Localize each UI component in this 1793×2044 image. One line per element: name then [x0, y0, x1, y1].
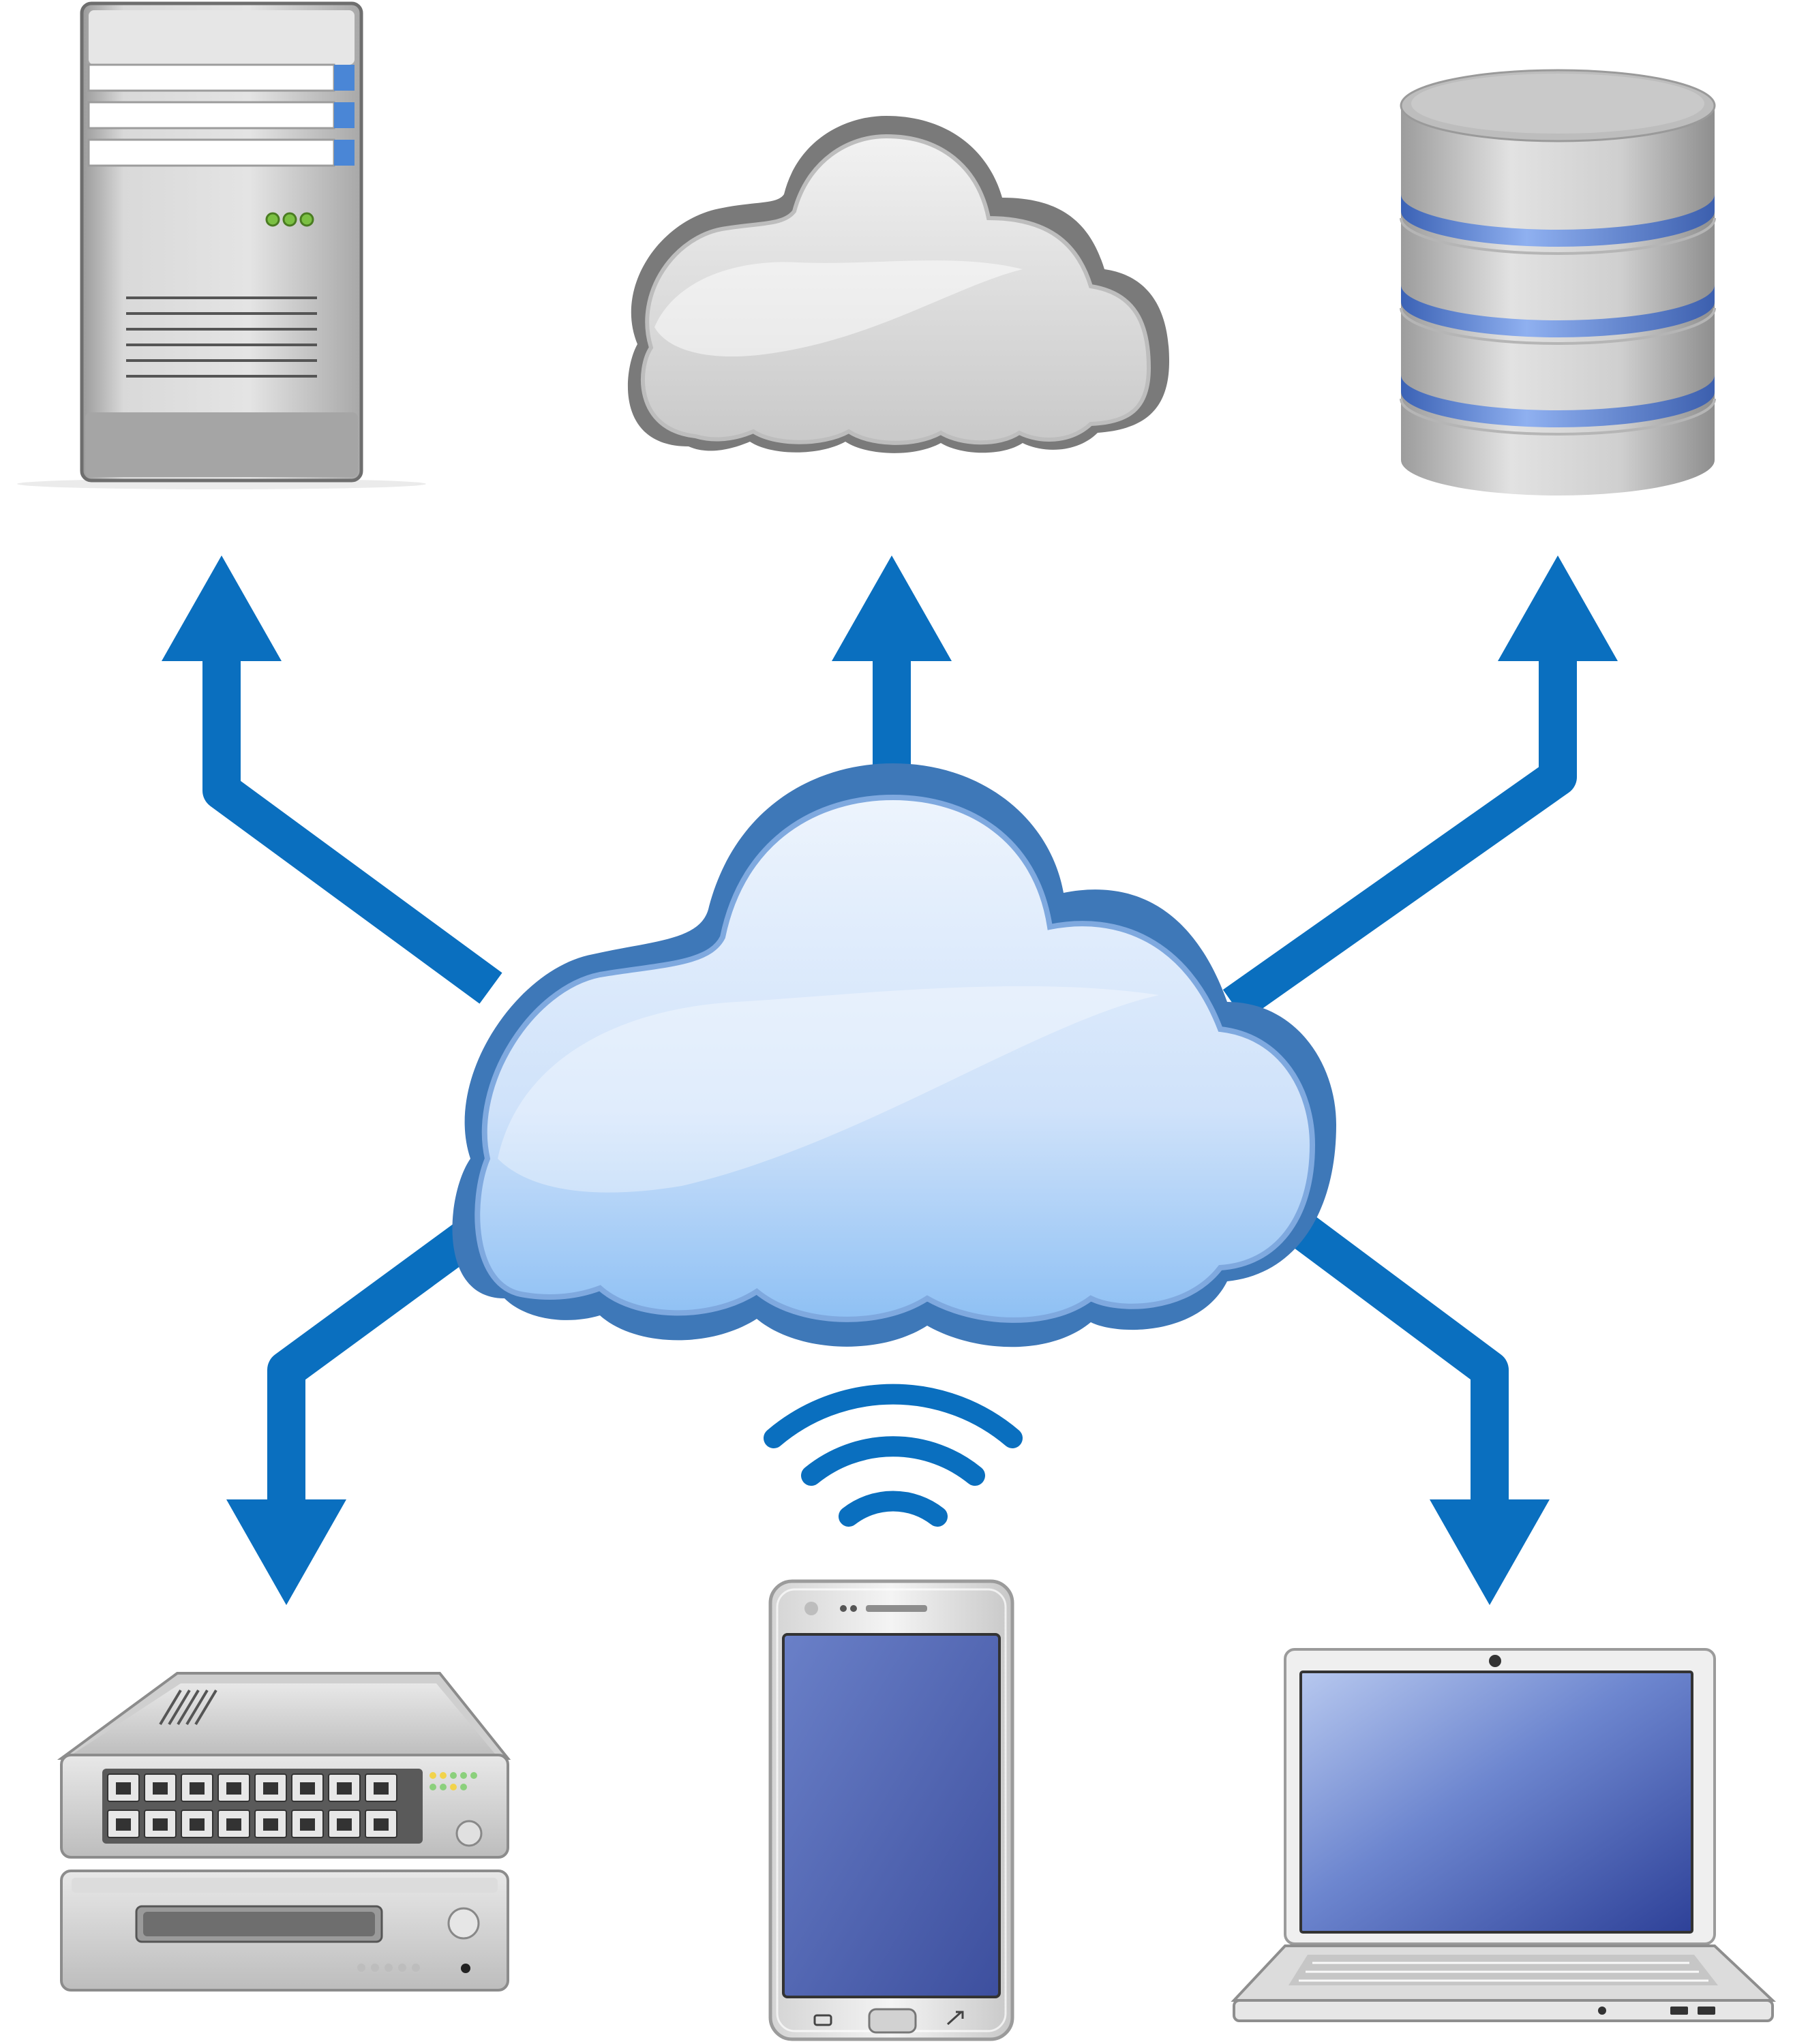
arrows — [162, 555, 1618, 1605]
cloud-hub-icon — [452, 763, 1336, 1347]
cloud-service-icon — [627, 116, 1169, 453]
server-tower-icon — [17, 1, 426, 489]
arrow-to-server — [202, 641, 502, 1004]
smartphone-icon — [768, 1579, 1014, 2041]
laptop-icon — [1231, 1648, 1777, 2022]
arrow-to-database — [1222, 641, 1577, 1021]
arrow-to-cloud-service-head — [832, 555, 952, 661]
arrow-to-server-head — [162, 555, 282, 661]
wifi-icon — [764, 1384, 1023, 1527]
database-icon — [1400, 69, 1716, 495]
arrow-to-switch-head — [226, 1499, 346, 1605]
network-switch-icon — [57, 1672, 511, 1992]
arrow-to-database-head — [1498, 555, 1618, 661]
arrow-to-switch — [267, 1204, 502, 1506]
arrow-to-laptop — [1277, 1204, 1509, 1506]
arrow-to-laptop-head — [1430, 1499, 1550, 1605]
